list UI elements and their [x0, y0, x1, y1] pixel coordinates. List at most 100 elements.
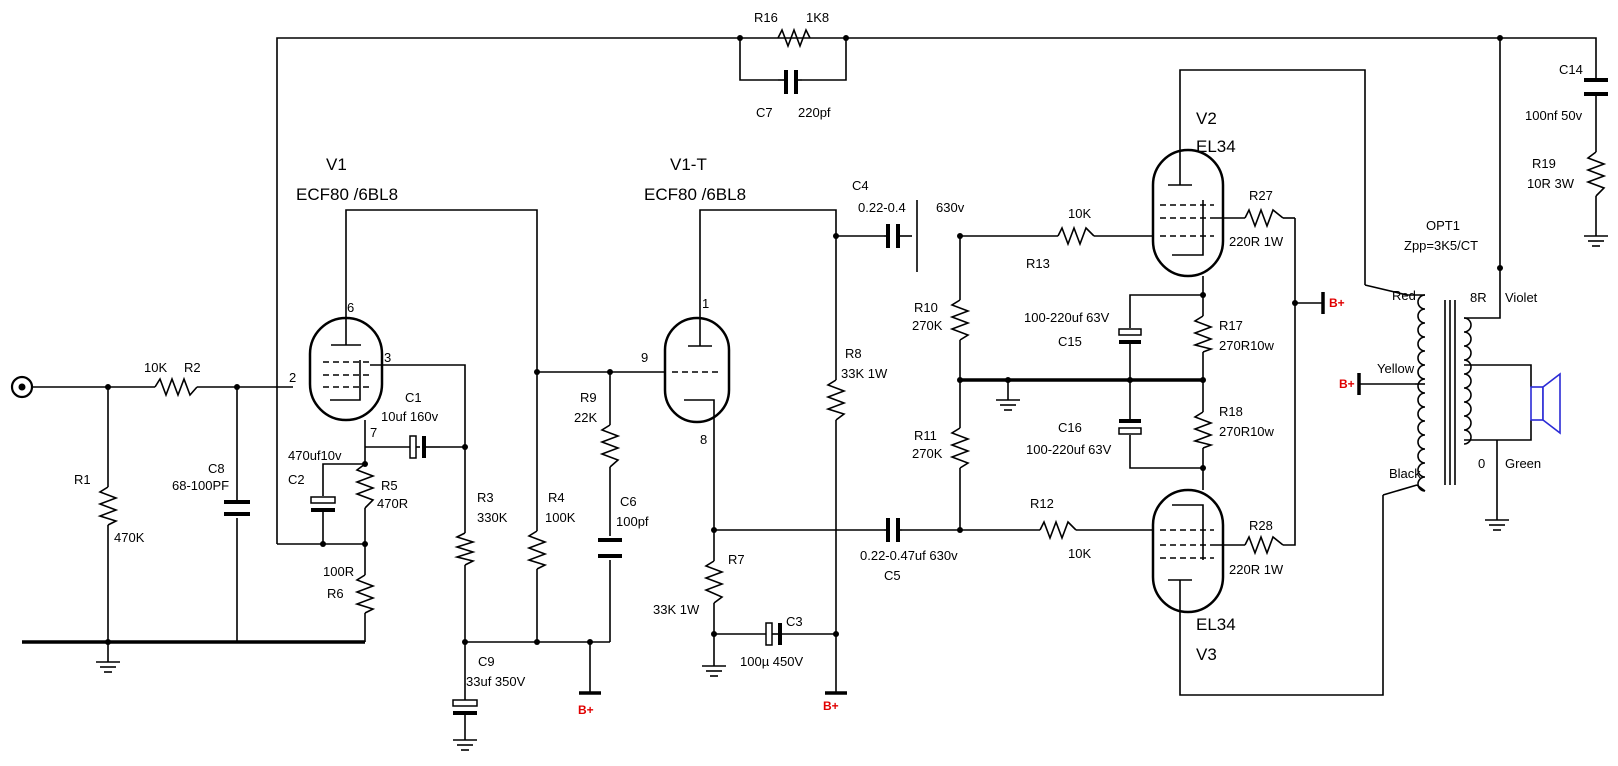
r16-value: 1K8 — [806, 10, 829, 25]
c3-symbol — [765, 622, 782, 646]
r13-ref: R13 — [1026, 256, 1050, 271]
r2-symbol — [154, 376, 198, 398]
r1-symbol — [97, 486, 119, 526]
r7-value: 33K 1W — [653, 602, 700, 617]
r7-ref: R7 — [728, 552, 745, 567]
r1-value: 470K — [114, 530, 145, 545]
r19-symbol — [1585, 151, 1607, 197]
c14-value: 100nf 50v — [1525, 108, 1583, 123]
r10-ref: R10 — [914, 300, 938, 315]
transformer-icon — [1407, 294, 1472, 492]
r5-ref: R5 — [381, 478, 398, 493]
r9-ref: R9 — [580, 390, 597, 405]
tube-v3-icon — [1151, 488, 1225, 614]
v2-type: EL34 — [1196, 137, 1236, 156]
r27-ref: R27 — [1249, 188, 1273, 203]
v3-type: EL34 — [1196, 615, 1236, 634]
capacitor-symbols — [224, 70, 1608, 740]
c7-symbol — [778, 70, 802, 94]
c3-value: 100µ 450V — [740, 654, 803, 669]
tube-v1t-icon — [663, 316, 731, 424]
r10-symbol — [949, 299, 971, 341]
c6-value: 100pf — [616, 514, 649, 529]
c1-symbol — [409, 435, 440, 459]
c2-ref: C2 — [288, 472, 305, 487]
opt-spec: Zpp=3K5/CT — [1404, 238, 1478, 253]
r17-value: 270R10w — [1219, 338, 1275, 353]
v3-name: V3 — [1196, 645, 1217, 664]
c3-ref: C3 — [786, 614, 803, 629]
labels: V1 ECF80 /6BL8 V1-T ECF80 /6BL8 V2 EL34 … — [74, 10, 1583, 717]
r12-ref: R12 — [1030, 496, 1054, 511]
supply-terminals — [579, 292, 1361, 695]
c5-ref: C5 — [884, 568, 901, 583]
c6-symbol — [598, 538, 622, 558]
r4-ref: R4 — [548, 490, 565, 505]
pin-label: 2 — [289, 370, 296, 385]
c14-symbol — [1584, 75, 1608, 100]
r7-symbol — [703, 560, 725, 604]
bplus-label: B+ — [578, 703, 594, 717]
opt-violet: Violet — [1505, 290, 1538, 305]
c9-ref: C9 — [478, 654, 495, 669]
v1-type: ECF80 /6BL8 — [296, 185, 398, 204]
v1t-name: V1-T — [670, 155, 707, 174]
pin-label: 1 — [702, 296, 709, 311]
c15-ref: C15 — [1058, 334, 1082, 349]
r3-value: 330K — [477, 510, 508, 525]
ground-icon — [1584, 235, 1608, 247]
c16-ref: C16 — [1058, 420, 1082, 435]
r13-value: 10K — [1068, 206, 1091, 221]
v2-name: V2 — [1196, 109, 1217, 128]
c4-symbol — [884, 200, 918, 272]
c8-ref: C8 — [208, 461, 225, 476]
tube-v2-icon — [1151, 148, 1225, 278]
opt-8r: 8R — [1470, 290, 1487, 305]
pin-label: 8 — [700, 432, 707, 447]
r9-value: 22K — [574, 410, 597, 425]
v1-name: V1 — [326, 155, 347, 174]
c7-ref: C7 — [756, 105, 773, 120]
r9-symbol — [599, 424, 621, 468]
wires — [22, 37, 1597, 700]
r8-value: 33K 1W — [841, 366, 888, 381]
bplus-label: B+ — [823, 699, 839, 713]
r28-ref: R28 — [1249, 518, 1273, 533]
r6-symbol — [354, 574, 376, 614]
r18-symbol — [1192, 411, 1214, 449]
r11-symbol — [949, 427, 971, 469]
c4-value: 0.22-0.4 — [858, 200, 906, 215]
r27-symbol — [1244, 207, 1284, 229]
ground-icon — [96, 642, 120, 673]
r12-value: 10K — [1068, 546, 1091, 561]
c4-voltage: 630v — [936, 200, 965, 215]
pin-label: 3 — [384, 350, 391, 365]
r17-symbol — [1192, 315, 1214, 353]
opt-red: Red — [1392, 288, 1416, 303]
c8-symbol — [224, 500, 250, 516]
ground-icon — [453, 739, 477, 751]
c1-ref: C1 — [405, 390, 422, 405]
r13-symbol — [1057, 225, 1095, 247]
r18-value: 270R10w — [1219, 424, 1275, 439]
r6-value: 100R — [323, 564, 354, 579]
ground-icon — [702, 665, 726, 677]
pin-label: 9 — [641, 350, 648, 365]
c4-ref: C4 — [852, 178, 869, 193]
c16-value: 100-220uf 63V — [1026, 442, 1112, 457]
ground-icons — [96, 235, 1608, 751]
junctions — [105, 35, 1503, 645]
r6-ref: R6 — [327, 586, 344, 601]
r2-value: 10K — [144, 360, 167, 375]
r10-value: 270K — [912, 318, 943, 333]
c14-ref: C14 — [1559, 62, 1583, 77]
c8-value: 68-100PF — [172, 478, 229, 493]
r18-ref: R18 — [1219, 404, 1243, 419]
speaker-icon — [1530, 372, 1561, 435]
r16-ref: R16 — [754, 10, 778, 25]
r2-ref: R2 — [184, 360, 201, 375]
ground-icon — [996, 399, 1020, 411]
c6-ref: C6 — [620, 494, 637, 509]
c1-value: 10uf 160v — [381, 409, 439, 424]
ground-icon — [1485, 519, 1509, 531]
